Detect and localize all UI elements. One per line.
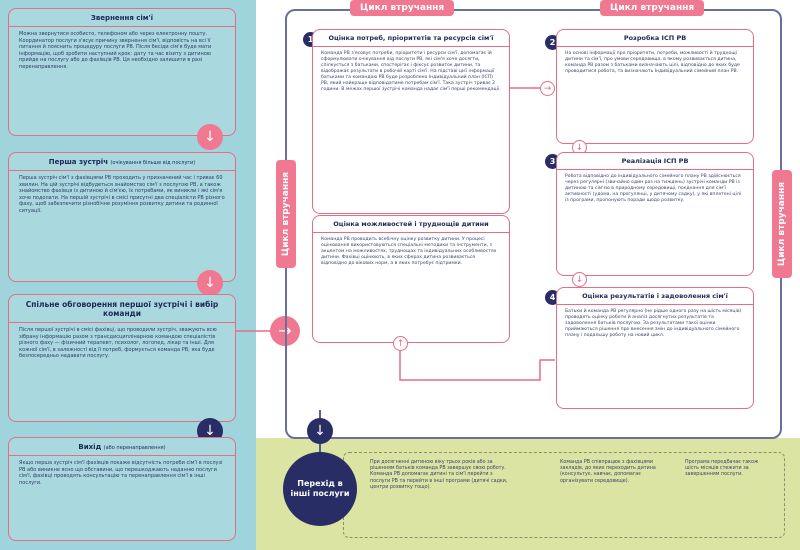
cycle-step-plan-implementation-title: Реалізація ІСП РВ <box>557 153 753 170</box>
step-exit-subtitle: (або перенаправлення) <box>103 445 166 451</box>
step-contact-title: Звернення сім'ї <box>9 9 235 27</box>
cycle-step-assess-needs-body: Команда РВ з'ясовує потреби, пріоритети … <box>321 51 501 92</box>
transition-text-3: Програма передбачає також шість місяців … <box>685 460 759 478</box>
cycle-tab-left-label: Цикл втручання <box>281 171 291 257</box>
cycle-step-plan-development-body: На основі інформації про пріоритети, пот… <box>565 51 740 74</box>
step-team-discussion: Спільне обговорення першої зустрічі і ви… <box>8 294 236 422</box>
down-arrow-icon: ↓ <box>307 418 333 444</box>
cycle-step-evaluate-results-body: Батьки й команда РВ регулярно (не рідше … <box>565 309 742 338</box>
down-arrow-icon: ↓ <box>572 140 587 155</box>
step-team-discussion-body: Після першої зустрічі в смісі фахівці, щ… <box>19 327 217 360</box>
cycle-step-assess-needs-title: Оцінка потреб, пріоритетів та ресурсів с… <box>313 30 509 47</box>
down-arrow-icon: ↓ <box>572 272 587 287</box>
cycle-tab-right: Цикл втручання <box>772 170 792 278</box>
cycle-step-assess-needs: Оцінка потреб, пріоритетів та ресурсів с… <box>312 29 510 214</box>
right-arrow-icon: → <box>540 81 555 96</box>
down-arrow-icon: ↓ <box>197 124 223 150</box>
step-first-meeting: Перша зустріч (очікування більше від пос… <box>8 152 236 282</box>
step-exit-title: Вихід (або перенаправлення) <box>9 438 235 456</box>
transition-label: Перехід в інші послуги <box>283 452 357 526</box>
cycle-step-assess-child-title: Оцінка можливостей і труднощів дитини <box>313 216 509 233</box>
cycle-step-evaluate-results: Оцінка результатів і задоволення сім'ї Б… <box>556 287 754 409</box>
cycle-tab-left: Цикл втручання <box>276 160 296 268</box>
transition-text-1: При досягненні дитиною віку трьох років … <box>370 460 508 490</box>
cycle-step-assess-child-body: Команда РВ проводить всебічну оцінку роз… <box>321 237 497 266</box>
cycle-step-plan-implementation: Реалізація ІСП РВ Робота відповідно до і… <box>556 152 754 276</box>
step-exit-title-text: Вихід <box>78 443 102 451</box>
step-exit: Вихід (або перенаправлення) Якщо перша з… <box>8 437 236 541</box>
step-contact-body: Можна звернутися особисто, телефоном або… <box>19 31 212 70</box>
transition-text-2: Команда РВ співпрацює з фахівцями заклад… <box>560 460 656 484</box>
step-first-meeting-subtitle: (очікування більше від послуги) <box>110 160 196 166</box>
cycle-step-evaluate-results-title: Оцінка результатів і задоволення сім'ї <box>557 288 753 305</box>
step-first-meeting-body: Перша зустріч сім'ї з фахівцями РВ прохо… <box>19 175 225 214</box>
cycle-step-assess-child: Оцінка можливостей і труднощів дитини Ко… <box>312 215 510 343</box>
step-first-meeting-title: Перша зустріч (очікування більше від пос… <box>9 153 235 171</box>
step-contact-family: Звернення сім'ї Можна звернутися особист… <box>8 8 236 136</box>
down-arrow-icon: ↓ <box>197 270 223 296</box>
cycle-tab-top-left: Цикл втручання <box>350 0 455 16</box>
step-exit-body: Якщо перша зустріч сім'ї фахівців покаже… <box>19 460 223 486</box>
step-team-discussion-title: Спільне обговорення першої зустрічі і ви… <box>9 295 235 323</box>
up-arrow-icon: ↑ <box>393 336 408 351</box>
cycle-tab-right-label: Цикл втручання <box>777 181 787 267</box>
cycle-step-plan-development: Розробка ІСП РВ На основі інформації про… <box>556 29 754 144</box>
step-first-meeting-title-text: Перша зустріч <box>48 158 109 166</box>
cycle-step-plan-development-title: Розробка ІСП РВ <box>557 30 753 47</box>
cycle-step-plan-implementation-body: Робота відповідно до індивідуального сім… <box>565 174 742 203</box>
cycle-tab-top-right: Цикл втручання <box>600 0 705 16</box>
